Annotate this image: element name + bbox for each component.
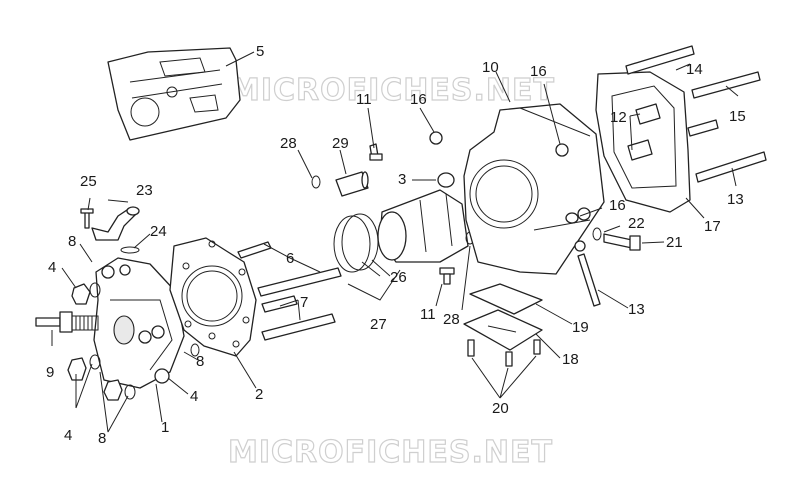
piston-pin-part-29 <box>335 171 369 197</box>
callout-9: 9 <box>46 364 54 381</box>
flange-bolts-part-20 <box>467 339 541 367</box>
washer-part-8-right <box>190 343 200 357</box>
callout-29: 29 <box>332 135 349 152</box>
callout-10: 10 <box>482 59 499 76</box>
callout-25: 25 <box>80 173 97 190</box>
stud-part-15 <box>691 71 761 99</box>
stud-part-6-lower <box>257 267 342 297</box>
bleed-screw-part-11-upper <box>369 143 383 161</box>
callout-16-left: 16 <box>410 91 427 108</box>
stud-part-7-upper <box>261 295 298 313</box>
nut-part-4-lower <box>67 357 87 381</box>
callout-19: 19 <box>572 319 589 336</box>
callout-4-lower: 4 <box>64 427 72 444</box>
screw-part-25 <box>80 208 94 229</box>
nut-part-4-bottom <box>103 379 123 401</box>
stud-part-13-upper <box>695 151 767 183</box>
callout-3: 3 <box>398 171 406 188</box>
stud-part-14 <box>625 45 695 75</box>
callout-17: 17 <box>704 218 721 235</box>
o-ring-part-24 <box>120 246 140 254</box>
piston-assembly-part-27 <box>377 189 469 263</box>
washer-part-22 <box>592 227 602 241</box>
callout-21: 21 <box>666 234 683 251</box>
callout-7: 7 <box>300 294 308 311</box>
watermark-top: MICROFICHES.NET <box>230 73 555 108</box>
head-cover-part-1 <box>93 257 185 389</box>
callout-22: 22 <box>628 215 645 232</box>
callout-6: 6 <box>286 250 294 267</box>
callout-13-lower: 13 <box>628 301 645 318</box>
stud-part-6-upper <box>237 241 272 259</box>
gasket-kit-bag-part-5 <box>107 47 241 141</box>
callout-18: 18 <box>562 351 579 368</box>
piston-rings-part-26 <box>333 213 379 273</box>
callout-28-left: 28 <box>280 135 297 152</box>
callout-11-upper: 11 <box>356 91 372 108</box>
callout-15: 15 <box>729 108 746 125</box>
spark-plug-part-9 <box>35 311 99 333</box>
stud-part-15-short <box>687 119 719 137</box>
exhaust-gasket-part-19 <box>469 283 543 315</box>
callout-2: 2 <box>255 386 263 403</box>
callout-4-right: 4 <box>190 388 198 405</box>
cap-part-16-left <box>429 131 443 145</box>
callout-16-right: 16 <box>609 197 626 214</box>
callout-27: 27 <box>370 316 387 333</box>
callout-1: 1 <box>161 419 169 436</box>
callout-8-lower: 8 <box>98 430 106 447</box>
callout-16-top: 16 <box>530 63 547 80</box>
callout-23: 23 <box>136 182 153 199</box>
callout-13-upper: 13 <box>727 191 744 208</box>
cap-part-16-right <box>565 212 579 224</box>
callout-4-upper: 4 <box>48 259 56 276</box>
washer-part-8-upper <box>89 282 101 298</box>
callout-8-upper: 8 <box>68 233 76 250</box>
water-fitting-part-23 <box>91 206 140 241</box>
callout-26: 26 <box>390 269 407 286</box>
head-gasket-part-2 <box>169 237 257 357</box>
exhaust-flange-part-18 <box>463 309 543 351</box>
callout-11-lower: 11 <box>420 306 436 323</box>
dowel-pins-part-12 <box>627 103 661 161</box>
leader-lines <box>51 51 739 433</box>
circlip-part-28-left <box>311 175 321 189</box>
bolt-part-21 <box>603 233 641 251</box>
stud-part-7-lower <box>261 313 336 341</box>
callout-12: 12 <box>610 109 627 126</box>
callout-14: 14 <box>686 61 703 78</box>
washer-part-8-bottom <box>124 384 136 400</box>
callout-5: 5 <box>256 43 264 60</box>
nut-part-4-upper <box>71 283 91 305</box>
callout-20: 20 <box>492 400 509 417</box>
bleed-screw-part-11-lower <box>439 267 455 285</box>
cylinder-part-10 <box>463 103 605 275</box>
stud-part-13-lower <box>577 253 601 307</box>
plug-part-3 <box>437 172 455 188</box>
callout-28-lower: 28 <box>443 311 460 328</box>
watermark-bottom: MICROFICHES.NET <box>228 435 553 470</box>
callout-8-right: 8 <box>196 353 204 370</box>
callout-24: 24 <box>150 223 167 240</box>
washer-part-8-middle <box>89 354 101 370</box>
